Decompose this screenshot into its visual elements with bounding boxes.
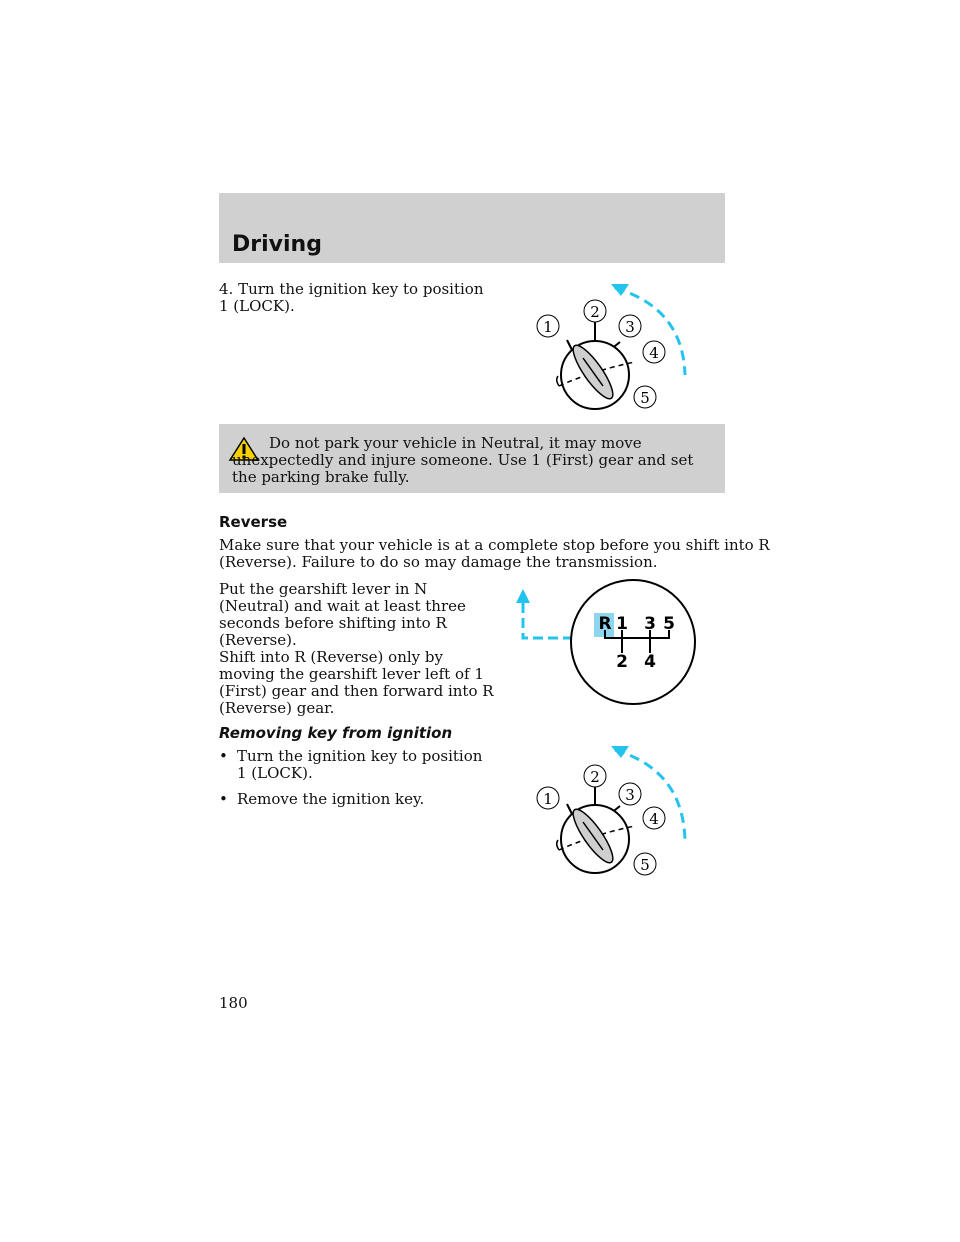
step4-line2: 1 (LOCK). [219, 297, 295, 315]
ignition2-label-5: 5 [640, 856, 650, 874]
ignition2-label-4: 4 [649, 810, 659, 828]
page-number: 180 [219, 994, 248, 1012]
ignition1-label-3: 3 [625, 318, 635, 336]
section-header [219, 193, 725, 263]
reverse-p2-line: (Reverse). [219, 631, 297, 649]
gear-label-5: 5 [663, 614, 675, 634]
bullet-text: Turn the ignition key to position [237, 747, 483, 765]
removing-key-heading: Removing key from ignition [219, 724, 453, 742]
bullet-text: Remove the ignition key. [237, 790, 425, 808]
reverse-p3-line: (Reverse) gear. [219, 699, 335, 717]
ignition2-label-3: 3 [625, 786, 635, 804]
warning-text: Do not park your vehicle in Neutral, it … [232, 434, 694, 486]
reverse-heading: Reverse [219, 513, 288, 531]
ignition1-label-4: 4 [649, 344, 659, 362]
reverse-p3-line: (First) gear and then forward into R [219, 682, 494, 700]
warning-box [219, 424, 725, 493]
ignition1-label-2: 2 [590, 303, 600, 321]
bullet-text: 1 (LOCK). [237, 764, 313, 782]
ignition1-label-1: 1 [543, 318, 553, 336]
reverse-p2-line: Put the gearshift lever in N [219, 580, 428, 598]
section-title: Driving [232, 232, 322, 257]
ignition-diagram-2: 1 2 3 4 5 [536, 746, 687, 876]
reverse-intro-line2: (Reverse). Failure to do so may damage t… [219, 553, 658, 571]
gear-label-3: 3 [644, 614, 656, 634]
ignition2-label-1: 1 [543, 790, 553, 808]
reverse-p3-line: Shift into R (Reverse) only by [219, 648, 443, 666]
gear-label-r: R [598, 614, 611, 634]
step4-line1: 4. Turn the ignition key to position [219, 280, 484, 298]
ignition-diagram-1: 1 2 3 4 5 [536, 284, 687, 410]
reverse-p2-line: (Neutral) and wait at least three [219, 597, 466, 615]
ignition1-label-5: 5 [640, 389, 650, 407]
bullet-dot: • [219, 790, 228, 808]
reverse-intro-line1: Make sure that your vehicle is at a comp… [219, 536, 770, 554]
reverse-p3-line: moving the gearshift lever left of 1 [219, 665, 484, 683]
bullet-dot: • [219, 747, 228, 765]
gear-label-4: 4 [644, 652, 656, 672]
gear-label-1: 1 [616, 614, 628, 634]
reverse-p2-line: seconds before shifting into R [219, 614, 447, 632]
warning-triangle-icon [228, 436, 260, 461]
gear-shift-pattern-diagram: R 1 3 5 2 4 [516, 579, 696, 705]
ignition2-label-2: 2 [590, 768, 600, 786]
gear-label-2: 2 [616, 652, 628, 672]
